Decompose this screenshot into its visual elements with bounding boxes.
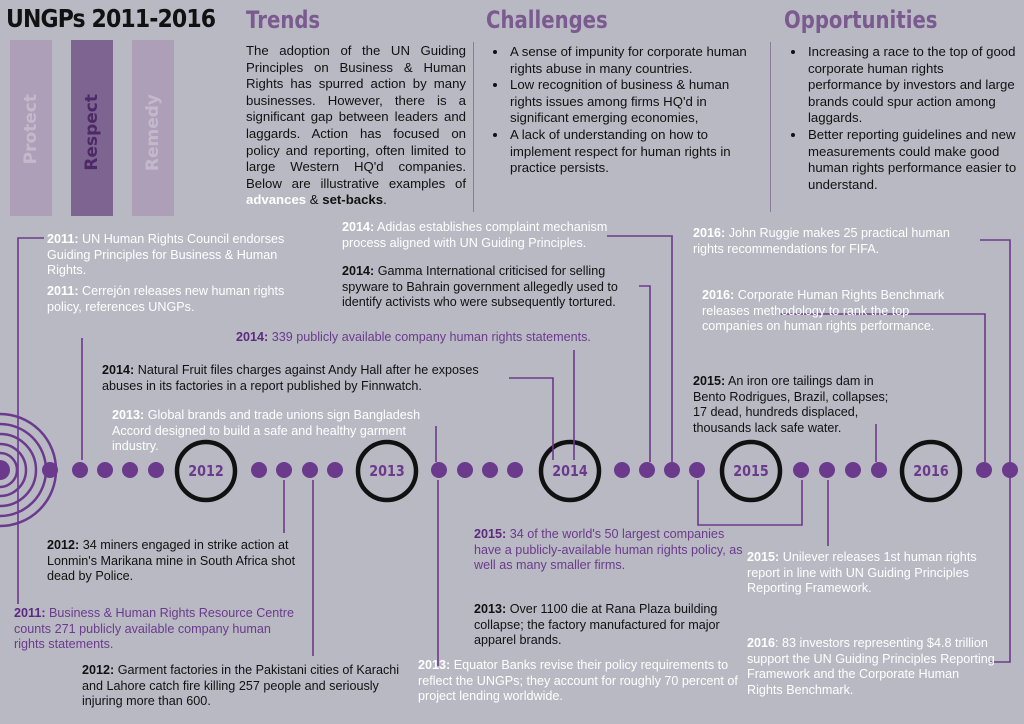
connector-lines (17, 235, 1011, 666)
opportunities-heading: Opportunities (784, 6, 938, 34)
event-item: 2014: 339 publicly available company hum… (236, 330, 591, 344)
event-item: 2015: An iron ore tailings dam in Bento … (693, 374, 889, 435)
event-item: 2016: Corporate Human Rights Benchmark r… (702, 288, 945, 334)
year-label-2015: 2015 (733, 462, 769, 480)
challenges-heading: Challenges (486, 6, 608, 34)
event-item: 2014: Natural Fruit files charges agains… (102, 363, 479, 393)
year-label-2012: 2012 (188, 462, 224, 480)
event-item: 2013: Equator Banks revise their policy … (418, 658, 738, 704)
year-label-2014: 2014 (552, 462, 588, 480)
opportunities-list: Increasing a race to the top of good cor… (784, 44, 1020, 193)
challenge-item: Low recognition of business & human righ… (508, 77, 748, 127)
pillar-remedy: Remedy (132, 40, 174, 216)
challenges-list: A sense of impunity for corporate human … (486, 44, 748, 177)
year-label-2013: 2013 (369, 462, 405, 480)
event-item: 2015: 34 of the world's 50 largest compa… (474, 527, 743, 573)
amp: & (306, 192, 323, 208)
event-item: 2014: Gamma International criticised for… (342, 264, 618, 310)
event-item: 2011: Cerrejón releases new human rights… (47, 284, 285, 314)
event-item: 2011: Business & Human Rights Resource C… (14, 606, 295, 652)
challenge-item: A sense of impunity for corporate human … (508, 44, 748, 77)
trends-text: The adoption of the UN Guiding Principle… (246, 43, 466, 191)
event-item: 2012: Garment factories in the Pakistani… (82, 663, 400, 709)
trends-heading: Trends (246, 6, 321, 34)
event-item: 2013: Over 1100 die at Rana Plaza buildi… (474, 602, 720, 648)
trends-body: The adoption of the UN Guiding Principle… (246, 43, 466, 209)
separator (473, 42, 474, 212)
event-item: 2013: Global brands and trade unions sig… (112, 408, 421, 454)
event-item: 2011: UN Human Rights Council endorses G… (47, 232, 285, 278)
page-title: UNGPs 2011-2016 (6, 4, 216, 33)
advances-label: advances (246, 192, 307, 208)
pillar-protect: Protect (10, 40, 52, 216)
setbacks-label: set-backs (322, 192, 384, 208)
event-item: 2016: 83 investors representing $4.8 tri… (747, 636, 995, 697)
year-label-2016: 2016 (913, 462, 949, 480)
timeline-dots (42, 462, 1018, 478)
challenge-item: A lack of understanding on how to implem… (508, 127, 748, 177)
event-item: 2016: John Ruggie makes 25 practical hum… (693, 226, 950, 256)
year-rings (174, 439, 963, 503)
timeline-start-dot (0, 460, 10, 480)
event-item: 2015: Unilever releases 1st human rights… (747, 550, 977, 596)
opportunity-item: Better reporting guidelines and new meas… (806, 127, 1020, 193)
event-item: 2014: Adidas establishes complaint mecha… (342, 220, 608, 250)
separator (770, 42, 771, 212)
period: . (383, 192, 387, 208)
event-item: 2012: 34 miners engaged in strike action… (47, 538, 296, 584)
pillar-respect: Respect (71, 40, 113, 216)
opportunity-item: Increasing a race to the top of good cor… (806, 44, 1020, 127)
